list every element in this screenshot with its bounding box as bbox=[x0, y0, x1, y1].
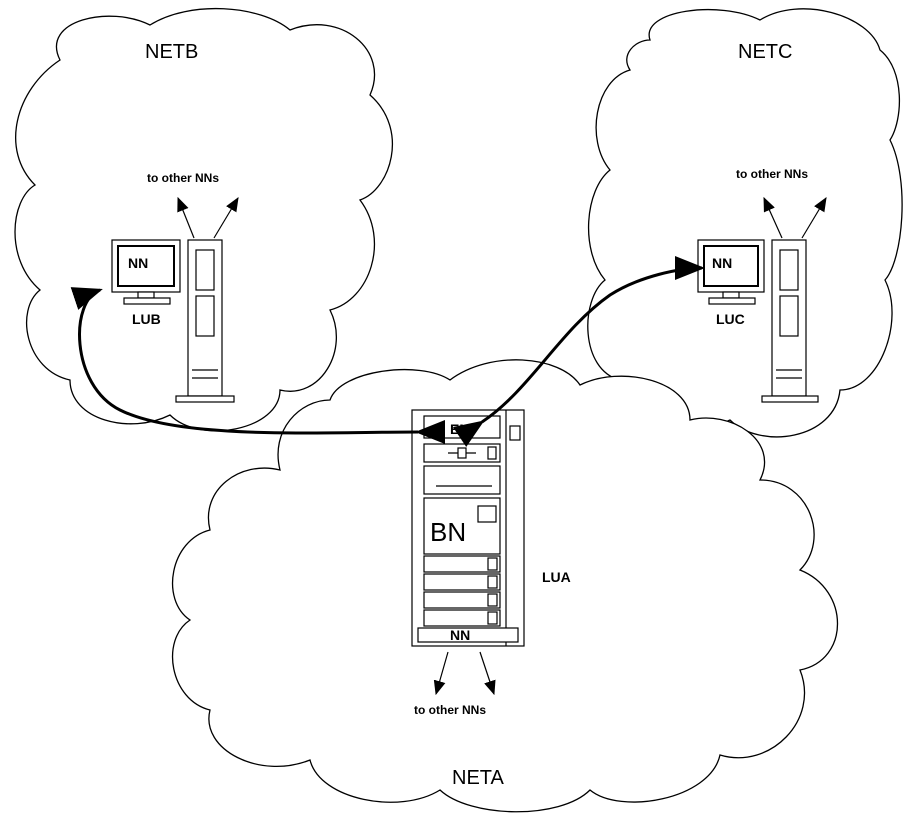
lub-link-arrow-left bbox=[177, 196, 195, 239]
lub-lua-session-line bbox=[70, 287, 446, 444]
lua-node: EN BN NN LUA to other NNs bbox=[411, 409, 571, 717]
lub-caption: LUB bbox=[132, 311, 161, 327]
lub-link-arrow-right bbox=[213, 196, 239, 239]
lua-bn-indicator bbox=[477, 505, 497, 523]
lub-tower-base bbox=[175, 395, 235, 403]
luc-tower-base bbox=[761, 395, 819, 403]
lub-links-label: to other NNs bbox=[147, 171, 219, 185]
lua-tape-bay bbox=[423, 465, 501, 495]
lua-links-label: to other NNs bbox=[414, 703, 486, 717]
luc-links-label: to other NNs bbox=[736, 167, 808, 181]
luc-tower-panel bbox=[779, 295, 799, 337]
lua-link-arrow-right bbox=[479, 651, 496, 696]
lua-slot-2 bbox=[423, 573, 501, 591]
luc-monitor-neck bbox=[722, 291, 740, 299]
lub-tower-bay bbox=[195, 249, 215, 291]
lua-rack-base bbox=[417, 627, 519, 643]
luc-link-arrow-left bbox=[763, 196, 783, 239]
luc-link-arrow-right bbox=[801, 196, 827, 239]
lua-caption: LUA bbox=[542, 569, 571, 585]
luc-monitor-base bbox=[708, 297, 756, 305]
netc-cloud bbox=[587, 8, 903, 438]
lua-bottom-label: NN bbox=[450, 627, 470, 643]
luc-caption: LUC bbox=[716, 311, 745, 327]
lua-slot-1 bbox=[423, 555, 501, 573]
lua-link-arrow-left bbox=[433, 651, 449, 696]
netb-label: NETB bbox=[145, 41, 198, 63]
lub-screen-label: NN bbox=[128, 255, 148, 271]
luc-tower-bay bbox=[779, 249, 799, 291]
luc-node: to other NNs NN LUC bbox=[697, 167, 827, 403]
lub-screen bbox=[117, 245, 175, 287]
netc-label: NETC bbox=[738, 41, 792, 63]
neta-label: NETA bbox=[452, 767, 505, 789]
lua-main-label: BN bbox=[430, 517, 466, 547]
lua-rack-button bbox=[509, 425, 521, 441]
lua-slot-3 bbox=[423, 591, 501, 609]
luc-lua-session-line bbox=[452, 256, 705, 447]
lua-top-label: EN bbox=[450, 421, 469, 437]
luc-screen-label: NN bbox=[712, 255, 732, 271]
lub-monitor-neck bbox=[137, 291, 155, 299]
lua-slot-4 bbox=[423, 609, 501, 627]
lub-tower-panel bbox=[195, 295, 215, 337]
lub-monitor-base bbox=[123, 297, 171, 305]
